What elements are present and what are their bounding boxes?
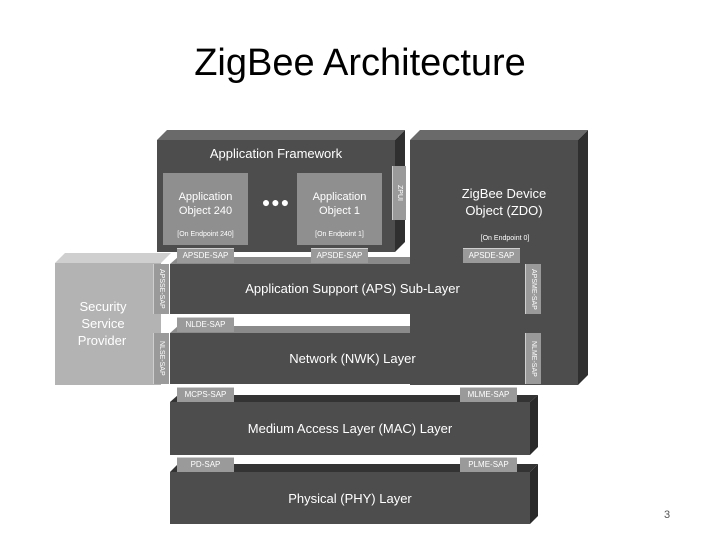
plme-sap: PLME-SAP (460, 457, 517, 472)
apsde-sap-1: APSDE-SAP (311, 248, 368, 263)
application-object-1-block (297, 173, 382, 245)
slide-title: ZigBee Architecture (194, 42, 526, 84)
application-object-240-label-line2: Object 240 (178, 205, 233, 217)
page-number: 3 (664, 509, 671, 521)
apsde-sap-240: APSDE-SAP (177, 248, 234, 263)
nlme-sap-label: NLME-SAP (530, 340, 537, 377)
apsme-sap: APSME-SAP (525, 264, 541, 314)
security-label-line3: Provider (77, 333, 127, 348)
aps-sub-layer-block (170, 264, 535, 314)
mac-layer-block (170, 402, 530, 455)
phy-layer-block (170, 472, 530, 524)
nwk-layer-block (170, 333, 535, 384)
zpui-label: ZPUI (396, 185, 403, 201)
application-object-1-label-line1: Application (312, 191, 367, 203)
endpoint-240-label: [On Endpoint 240] (177, 231, 234, 238)
apsme-sap-label: APSME-SAP (530, 268, 537, 310)
apsde-sap-zdo: APSDE-SAP (463, 248, 520, 263)
security-label-line2: Service (81, 316, 125, 331)
zdo-label-line1: ZigBee Device (461, 186, 547, 201)
mac-layer-label: Medium Access Layer (MAC) Layer (247, 421, 453, 436)
apsse-sap: APSSE-SAP (153, 264, 169, 314)
security-label-line1: Security (79, 299, 127, 314)
endpoint-0-label: [On Endpoint 0] (480, 235, 530, 242)
application-object-240-block (163, 173, 248, 245)
zdo-label-line2: Object (ZDO) (465, 203, 543, 218)
aps-sub-layer-label: Application Support (APS) Sub-Layer (245, 281, 460, 296)
nlme-sap: NLME-SAP (525, 333, 541, 384)
security-service-provider-block (55, 263, 161, 385)
apsse-sap-label: APSSE-SAP (158, 269, 165, 309)
zpui-interface: ZPUI (392, 166, 406, 220)
more-objects-ellipsis: ●●● (261, 194, 291, 210)
mlme-sap: MLME-SAP (460, 387, 517, 402)
nwk-layer-label: Network (NWK) Layer (289, 351, 416, 366)
pd-sap: PD-SAP (177, 457, 234, 472)
nlse-sap-label: NLSE-SAP (158, 341, 165, 376)
application-object-1-label-line2: Object 1 (319, 205, 360, 217)
nlse-sap: NLSE-SAP (153, 333, 169, 384)
application-framework-label: Application Framework (209, 146, 343, 161)
mcps-sap: MCPS-SAP (177, 387, 234, 402)
endpoint-1-label: [On Endpoint 1] (315, 231, 364, 238)
application-object-240-label-line1: Application (178, 191, 233, 203)
nlde-sap: NLDE-SAP (177, 317, 234, 332)
phy-layer-label: Physical (PHY) Layer (288, 491, 412, 506)
